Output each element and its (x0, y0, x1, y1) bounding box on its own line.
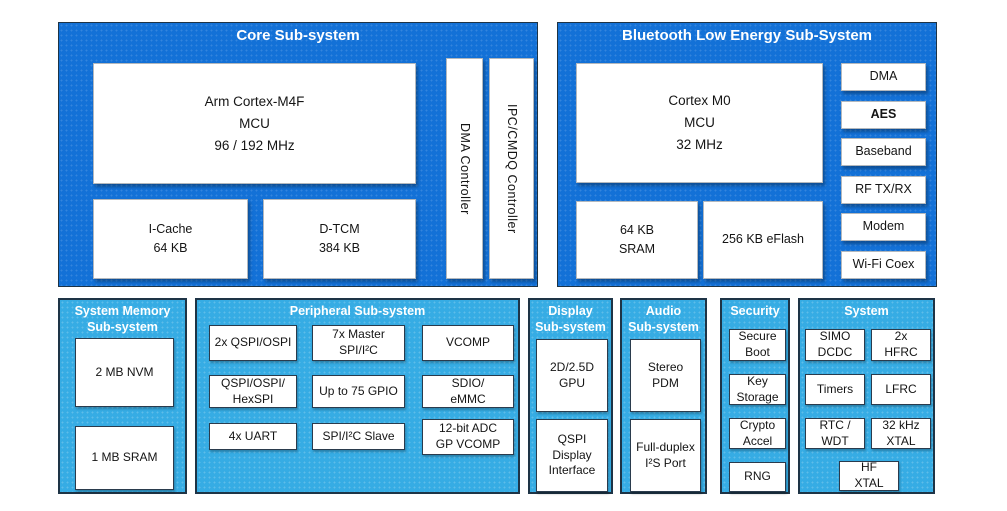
dma-controller-block: DMA Controller (446, 58, 483, 279)
hf-xtal-block: HF XTAL (839, 460, 899, 491)
ble-subsystem: Bluetooth Low Energy Sub-System Cortex M… (557, 22, 937, 287)
vcomp-block: VCOMP (422, 325, 514, 361)
display-subsystem: Display Sub-system 2D/2.5D GPU QSPI Disp… (528, 298, 613, 494)
dtcm-block: D-TCM 384 KB (263, 199, 416, 279)
lfrc-block: LFRC (871, 374, 931, 405)
uart-block: 4x UART (209, 423, 297, 450)
qspi-ospi-block: 2x QSPI/OSPI (209, 325, 297, 361)
audio-subsystem: Audio Sub-system Stereo PDM Full-duplex … (620, 298, 707, 494)
peripheral-subsystem: Peripheral Sub-system 2x QSPI/OSPI 7x Ma… (195, 298, 520, 494)
ble-dma-block: DMA (841, 63, 926, 91)
ipc-cmdq-controller-block: IPC/CMDQ Controller (489, 58, 534, 279)
adc-gp-vcomp-block: 12-bit ADC GP VCOMP (422, 419, 514, 455)
key-storage-block: Key Storage (729, 374, 786, 405)
hfrc-block: 2x HFRC (871, 329, 931, 361)
ble-sram-block: 64 KB SRAM (576, 201, 698, 279)
icache-block: I-Cache 64 KB (93, 199, 248, 279)
rf-txrx-block: RF TX/RX (841, 176, 926, 204)
security-subsystem-title: Security (730, 304, 780, 318)
stereo-pdm-block: Stereo PDM (630, 339, 701, 412)
secure-boot-block: Secure Boot (729, 329, 786, 361)
core-subsystem: Core Sub-system Arm Cortex-M4F MCU 96 / … (58, 22, 538, 287)
cortex-m4f-block: Arm Cortex-M4F MCU 96 / 192 MHz (93, 63, 416, 184)
xtal-32khz-block: 32 kHz XTAL (871, 418, 931, 449)
timers-block: Timers (805, 374, 865, 405)
hexspi-block: QSPI/OSPI/ HexSPI (209, 375, 297, 408)
aes-block: AES (841, 101, 926, 129)
security-subsystem: Security Secure Boot Key Storage Crypto … (720, 298, 790, 494)
memory-subsystem: System Memory Sub-system 2 MB NVM 1 MB S… (58, 298, 187, 494)
wifi-coex-block: Wi-Fi Coex (841, 251, 926, 279)
qspi-display-interface-block: QSPI Display Interface (536, 419, 608, 492)
cortex-m0-block: Cortex M0 MCU 32 MHz (576, 63, 823, 183)
nvm-block: 2 MB NVM (75, 338, 174, 407)
gpio-block: Up to 75 GPIO (312, 375, 405, 408)
core-subsystem-title: Core Sub-system (236, 27, 360, 44)
sram-block: 1 MB SRAM (75, 426, 174, 490)
system-subsystem: System SIMO DCDC 2x HFRC Timers LFRC RTC… (798, 298, 935, 494)
spi-i2c-slave-block: SPI/I²C Slave (312, 423, 405, 450)
eflash-block: 256 KB eFlash (703, 201, 823, 279)
rtc-wdt-block: RTC / WDT (805, 418, 865, 449)
sdio-emmc-block: SDIO/ eMMC (422, 375, 514, 408)
i2s-port-block: Full-duplex I²S Port (630, 419, 701, 492)
peripheral-subsystem-title: Peripheral Sub-system (289, 304, 426, 318)
display-subsystem-title: Display Sub-system (535, 304, 606, 334)
master-spi-i2c-block: 7x Master SPI/I²C (312, 325, 405, 361)
baseband-block: Baseband (841, 138, 926, 166)
simo-dcdc-block: SIMO DCDC (805, 329, 865, 361)
crypto-accel-block: Crypto Accel (729, 418, 786, 449)
memory-subsystem-title: System Memory Sub-system (74, 304, 171, 334)
gpu-block: 2D/2.5D GPU (536, 339, 608, 412)
audio-subsystem-title: Audio Sub-system (628, 304, 699, 334)
rng-block: RNG (729, 462, 786, 492)
modem-block: Modem (841, 213, 926, 241)
ble-subsystem-title: Bluetooth Low Energy Sub-System (621, 27, 873, 44)
system-subsystem-title: System (844, 304, 889, 318)
